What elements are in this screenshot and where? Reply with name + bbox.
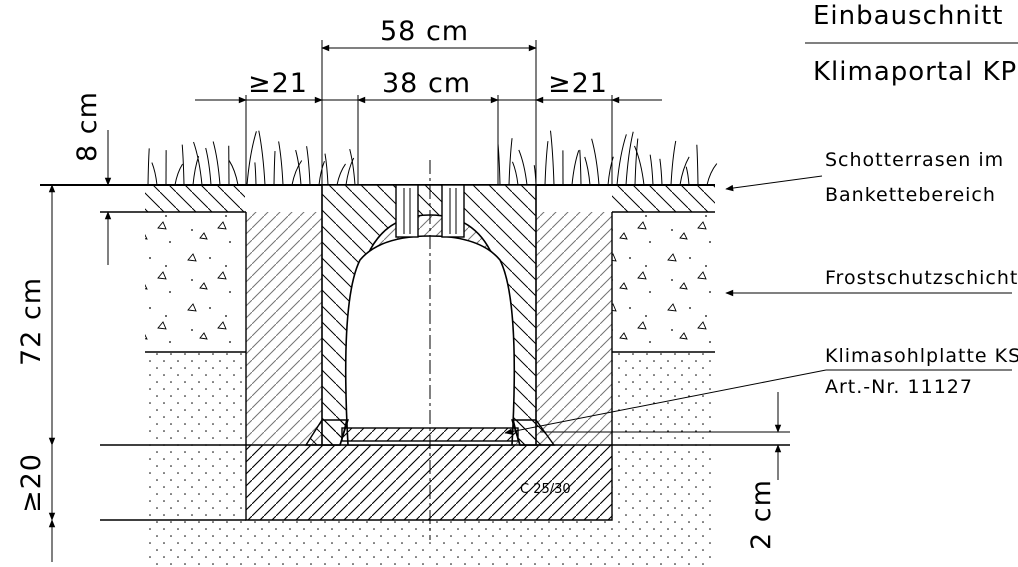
grass-blade	[246, 131, 257, 186]
grass-blade	[634, 145, 645, 186]
grass-blade	[291, 160, 303, 186]
label-base-plate-2: Art.-Nr. 11127	[825, 376, 973, 398]
grass-blade	[706, 163, 718, 186]
portal-wall-hatch	[322, 185, 536, 445]
grass-blade	[212, 141, 221, 186]
grass-blade	[228, 160, 239, 186]
dim-foundation-label: ≥20	[16, 453, 47, 513]
dim-inner-width-label: 38 cm	[382, 68, 471, 99]
grass-blade	[193, 141, 203, 186]
topsoil-right	[612, 185, 715, 212]
grass-blade	[550, 130, 555, 186]
dim-right-margin-label: ≥21	[548, 68, 608, 99]
dim-base-plate-label: 2 cm	[746, 479, 777, 550]
label-frost-layer: Frostschutzschicht	[825, 267, 1018, 289]
grass-blade	[591, 138, 600, 186]
label-base-plate-1: Klimasohlplatte KS	[825, 345, 1018, 367]
grass-blade	[181, 144, 185, 186]
title-line1: Einbauschnitt	[813, 1, 1003, 31]
grass-blade	[254, 162, 257, 186]
grass-blade	[205, 147, 212, 186]
grass-blade	[607, 156, 614, 186]
grass-blade	[345, 157, 355, 186]
grass-blade	[649, 154, 654, 186]
grate-slot-left	[395, 184, 419, 238]
dim-outer-width-label: 58 cm	[380, 16, 469, 47]
grass-blade	[679, 156, 690, 186]
grass-blade	[306, 146, 311, 186]
grass-blade	[670, 140, 677, 186]
flange-left	[304, 419, 349, 446]
grass-blade	[696, 144, 699, 186]
grass-blade	[544, 141, 549, 186]
frost-layer-right	[612, 212, 715, 352]
excavation-outline	[245, 212, 613, 521]
grass-blade	[518, 149, 528, 186]
grass-blade	[616, 134, 627, 186]
grate-slot-right	[441, 184, 465, 238]
grass-blade	[324, 153, 329, 186]
dim-total-height-label: 72 cm	[16, 277, 47, 366]
label-concrete: C 25/30	[520, 482, 571, 497]
grass-blade	[151, 162, 158, 186]
frost-layer-left	[145, 212, 245, 352]
grass	[147, 130, 718, 186]
title-line2: Klimaportal KP	[813, 57, 1017, 87]
grass-blade	[634, 138, 639, 186]
grass-blade	[571, 150, 580, 186]
grass-blade	[336, 163, 346, 186]
grass-blade	[584, 156, 591, 186]
grass-blade	[659, 158, 663, 186]
grass-blade	[295, 149, 302, 186]
grass-blade	[625, 131, 634, 186]
flange-right	[511, 419, 556, 446]
label-gravel-lawn-2: Bankettebereich	[825, 184, 996, 206]
leader-gravel-lawn	[725, 175, 823, 192]
grass-blade	[508, 138, 513, 186]
leader-base-plate	[504, 369, 827, 435]
grass-blade	[579, 149, 582, 186]
foundation-concrete	[246, 445, 612, 520]
dim-left-margin-label: ≥21	[248, 68, 308, 99]
grass-blade	[174, 163, 183, 186]
topsoil-left	[145, 185, 245, 212]
grass-blade	[273, 151, 276, 186]
label-gravel-lawn-1: Schotterrasen im	[825, 149, 1004, 171]
grass-blade	[318, 160, 325, 186]
grass-blade	[192, 156, 200, 186]
grass-blade	[349, 148, 356, 186]
grass-blade	[147, 148, 150, 186]
grass-blade	[512, 161, 519, 186]
grass-blade	[685, 166, 690, 186]
grass-blade	[278, 141, 284, 186]
dim-topsoil-label: 8 cm	[72, 91, 103, 162]
grass-blade	[258, 130, 266, 186]
